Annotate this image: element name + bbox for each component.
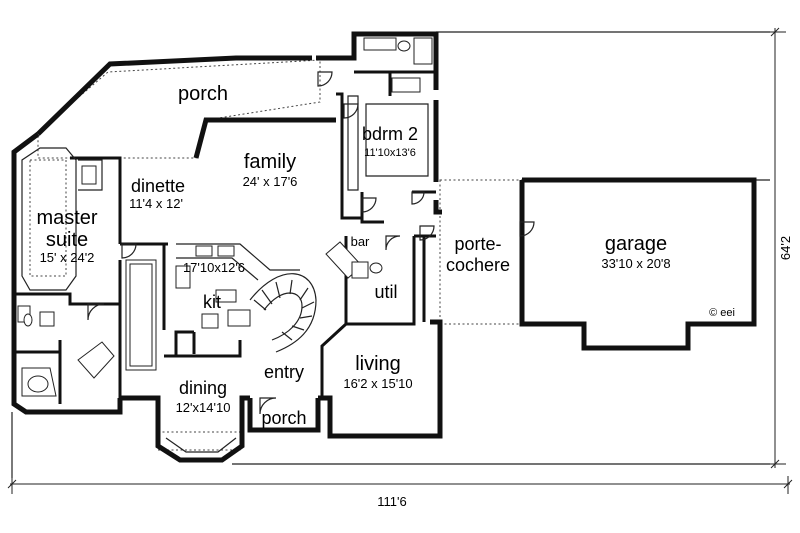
living-dimensions: 16'2 x 15'10 bbox=[343, 376, 412, 391]
porte-label: porte- bbox=[454, 234, 501, 254]
rear-porch-label: porch bbox=[178, 83, 228, 105]
master-label: master bbox=[36, 207, 97, 229]
entry-label: entry bbox=[264, 362, 304, 382]
dinette-dimensions: 11'4 x 12' bbox=[129, 196, 183, 211]
bdrm2-dimensions: 11'10x13'6 bbox=[364, 147, 416, 159]
suite-label: suite bbox=[46, 229, 88, 251]
exterior-walls bbox=[11, 31, 757, 463]
dinette-label: dinette bbox=[131, 176, 185, 196]
bdrm2-label: bdrm 2 bbox=[362, 124, 418, 144]
master-dimensions: 15' x 24'2 bbox=[40, 250, 95, 265]
front-porch-label: porch bbox=[261, 408, 306, 428]
garage-dimensions: 33'10 x 20'8 bbox=[601, 256, 670, 271]
garage-label: garage bbox=[605, 233, 667, 255]
family-label: family bbox=[244, 151, 296, 173]
overall-width-label: 111'6 bbox=[377, 494, 406, 509]
dining-dimensions: 12'x14'10 bbox=[176, 400, 231, 415]
cochere-label: cochere bbox=[446, 255, 510, 275]
family-dimensions: 24' x 17'6 bbox=[243, 174, 298, 189]
fixtures bbox=[17, 37, 433, 453]
kitchen-dimensions: 17'10x12'6 bbox=[183, 260, 245, 275]
door-swings bbox=[87, 71, 535, 415]
util-label: util bbox=[374, 282, 397, 302]
interior-walls bbox=[14, 70, 436, 404]
dining-label: dining bbox=[179, 378, 227, 398]
dimension-labels: 111'6 64'2 bbox=[377, 236, 793, 509]
kitchen-label: kit bbox=[203, 292, 221, 312]
bar-label: bar bbox=[351, 234, 370, 249]
living-label: living bbox=[355, 353, 401, 375]
overall-depth-label: 64'2 bbox=[778, 236, 793, 260]
copyright-mark: © eei bbox=[709, 307, 735, 319]
room-labels: porch family 24' x 17'6 bdrm 2 11'10x13'… bbox=[36, 83, 734, 428]
